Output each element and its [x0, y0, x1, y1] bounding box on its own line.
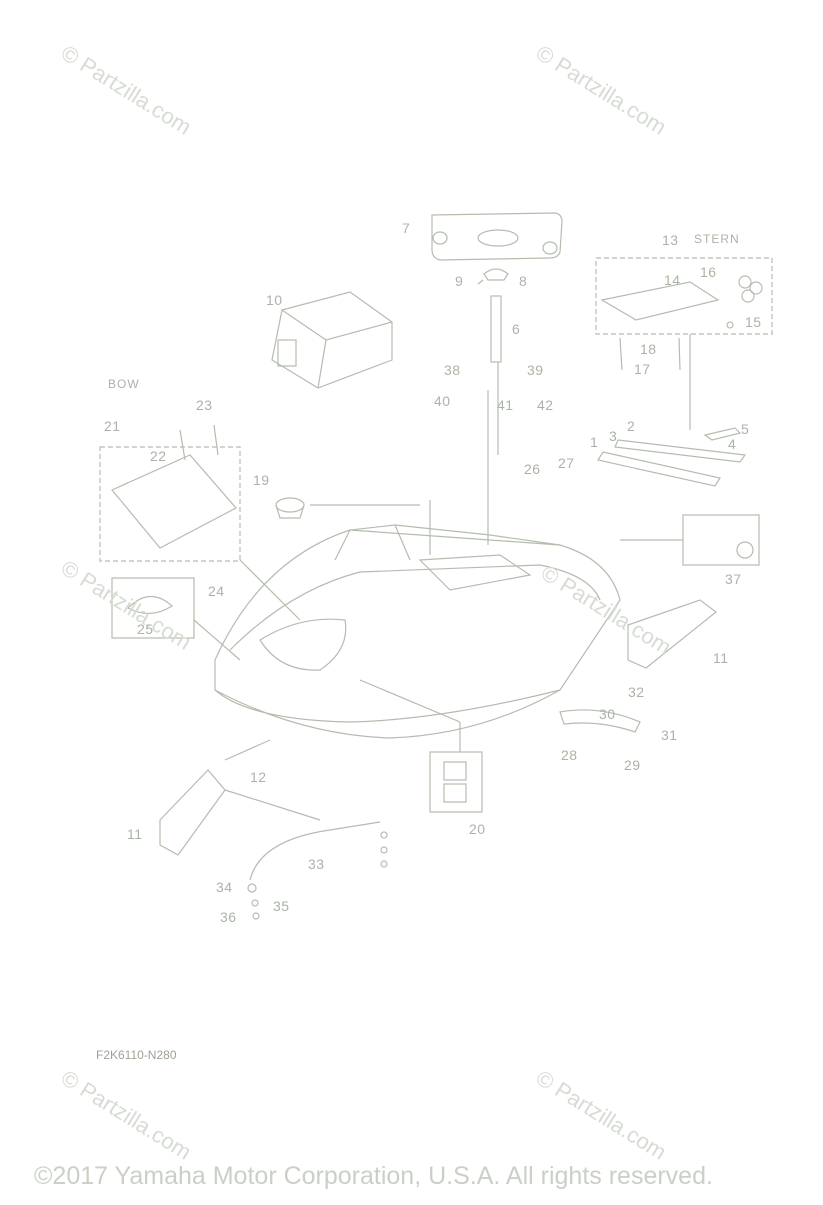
part-number: 38 [444, 362, 461, 378]
cleat-left-box [159, 769, 226, 856]
part-number: 30 [599, 706, 616, 722]
rail-lower-drawing [597, 451, 721, 487]
part-number: 32 [628, 684, 645, 700]
part-number: 23 [196, 397, 213, 413]
diagram-code: F2K6110-N280 [96, 1048, 177, 1062]
seat-post-drawing [490, 295, 502, 363]
part-number: 26 [524, 461, 541, 477]
part-number: 37 [725, 571, 742, 587]
part-number: 10 [266, 292, 283, 308]
part-number: 2 [627, 418, 636, 434]
stern-label: STERN [694, 232, 740, 246]
stern-ladder-drawing [600, 281, 720, 321]
copyright-notice: ©2017 Yamaha Motor Corporation, U.S.A. A… [34, 1162, 713, 1190]
handle-drawing [559, 709, 641, 733]
part-number: 7 [402, 220, 411, 236]
part-number: 25 [137, 621, 154, 637]
part-number: 14 [664, 272, 681, 288]
part-number: 27 [558, 455, 575, 471]
part-number: 42 [537, 397, 554, 413]
part-number: 3 [609, 428, 618, 444]
part-number: 34 [216, 879, 233, 895]
part-number: 33 [308, 856, 325, 872]
part-number: 21 [104, 418, 121, 434]
part-number: 35 [273, 898, 290, 914]
cooler-drawing [271, 291, 393, 389]
cup-holder-drawing [275, 497, 305, 513]
part-number: 4 [728, 436, 737, 452]
part-number: 41 [497, 397, 514, 413]
bow-group-box [99, 446, 241, 562]
part-number: 13 [662, 232, 679, 248]
part-number: 16 [700, 264, 717, 280]
part-number: 39 [527, 362, 544, 378]
seat-cushion-drawing [431, 212, 563, 261]
part-number: 12 [250, 769, 267, 785]
part-number: 17 [634, 361, 651, 377]
bow-cleat-box [111, 577, 195, 639]
part-number: 1 [590, 434, 599, 450]
cleat-right-box [627, 599, 717, 669]
part-number: 15 [745, 314, 762, 330]
part-number: 11 [127, 826, 143, 842]
part-number: 36 [220, 909, 237, 925]
part-number: 29 [624, 757, 641, 773]
part-number: 28 [561, 747, 578, 763]
part-number: 6 [512, 321, 521, 337]
part-number: 9 [455, 273, 464, 289]
bow-label: BOW [108, 377, 140, 391]
part-number: 22 [150, 448, 167, 464]
part-number: 31 [661, 727, 678, 743]
rail-upper-drawing [614, 439, 747, 463]
part-number: 18 [640, 341, 657, 357]
stern-group-box [595, 257, 773, 335]
drain-plug-box [429, 751, 483, 813]
part-number: 20 [469, 821, 486, 837]
part-number: 40 [434, 393, 451, 409]
part-number: 5 [741, 421, 750, 437]
seat-base-drawing [483, 268, 509, 281]
bow-ladder-drawing [111, 454, 237, 549]
part-number: 8 [519, 273, 528, 289]
part-number: 11 [713, 650, 729, 666]
grab-rail-drawing [249, 821, 381, 881]
boat-hull-drawing [214, 524, 621, 739]
part-number: 24 [208, 583, 225, 599]
part-number: 19 [253, 472, 270, 488]
